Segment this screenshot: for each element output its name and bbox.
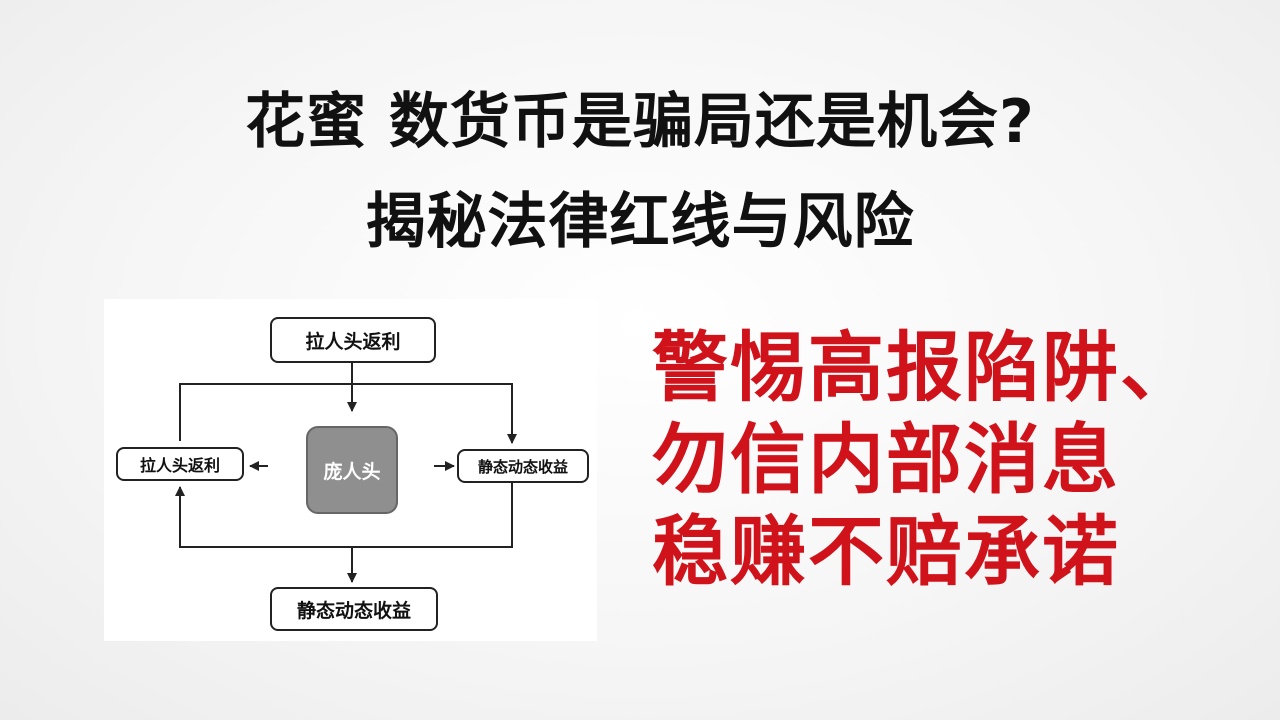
flow-diagram: 拉人头返利 拉人头返利 庞人头 静态动态收益 静态动态收益 [104, 299, 597, 641]
lower-loop-line [175, 483, 513, 548]
title-line-2: 揭秘法律红线与风险 [365, 187, 915, 257]
warning-line-1: 警惕高报陷阱、 [652, 323, 1198, 412]
warning-line-2: 勿信内部消息 [652, 415, 1120, 504]
upper-loop-line [179, 383, 517, 444]
node-center-pyramid: 庞人头 [306, 426, 398, 514]
node-bottom-static-dynamic-income: 静态动态收益 [270, 587, 438, 631]
diagram-connectors [175, 363, 517, 583]
node-top-referral-rebate: 拉人头返利 [270, 317, 436, 363]
warning-text: 警惕高报陷阱、 勿信内部消息 稳赚不赔承诺 [652, 322, 1252, 598]
node-right-static-dynamic-income: 静态动态收益 [457, 449, 589, 483]
warning-line-3: 稳赚不赔承诺 [652, 507, 1120, 596]
node-left-referral-rebate: 拉人头返利 [116, 447, 244, 481]
title-line-1: 花蜜 数货币是骗局还是机会? [245, 87, 1035, 157]
